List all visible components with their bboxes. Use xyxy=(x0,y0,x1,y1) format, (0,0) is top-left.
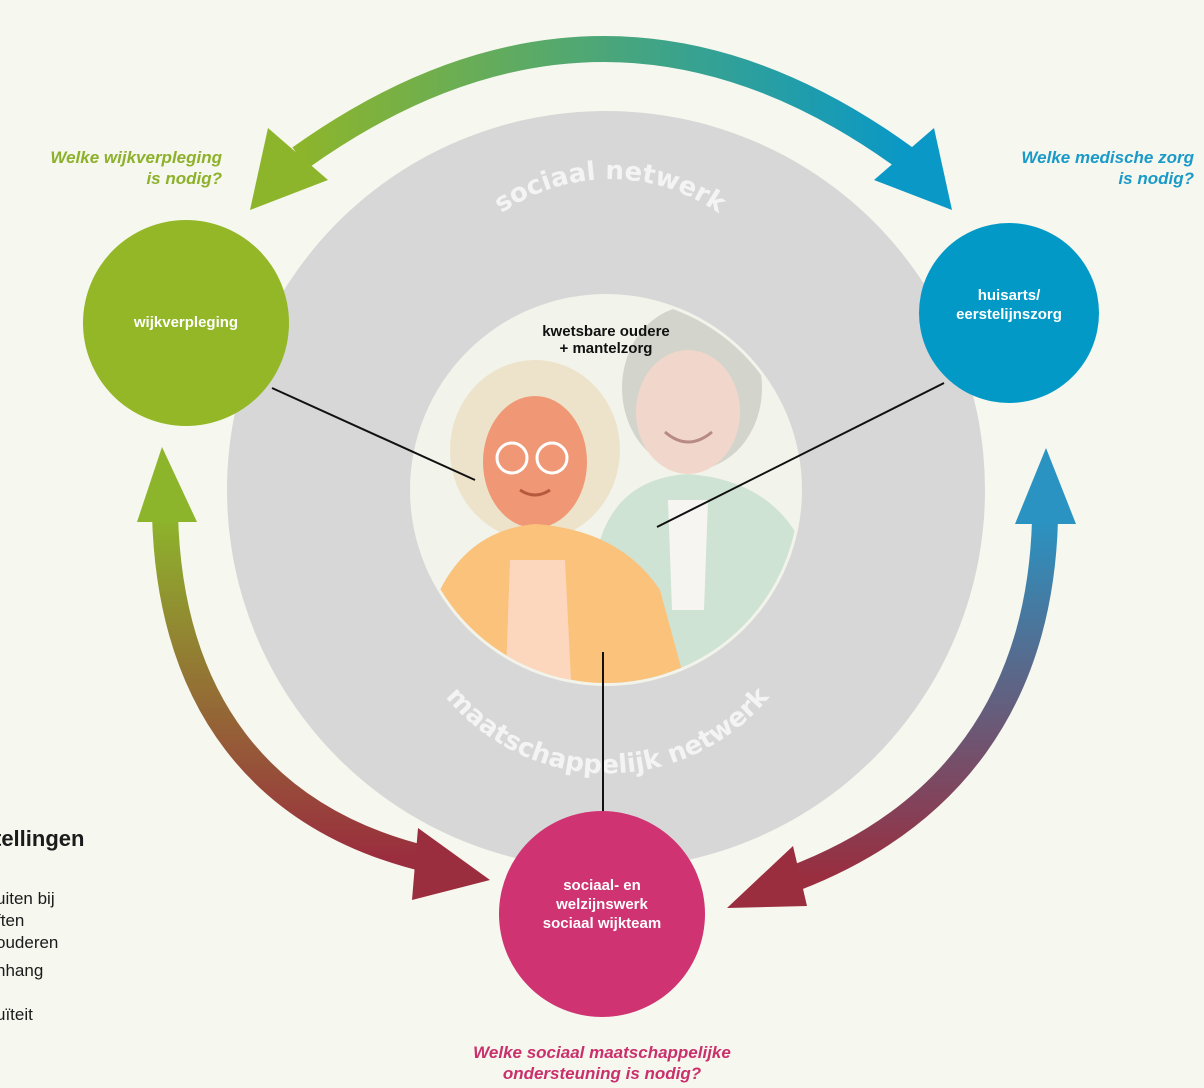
node-sociaal xyxy=(499,811,705,1017)
question-medische-zorg: Welke medische zorg is nodig? xyxy=(1021,148,1194,188)
node-wijkverpleging xyxy=(83,220,289,426)
connector-line-wijkverpleging xyxy=(271,387,476,481)
arrow-right-top-head xyxy=(1015,448,1076,524)
connector-line-huisarts xyxy=(656,382,945,528)
node-label-huisarts: huisarts/ eerstelijnszorg xyxy=(956,287,1062,323)
question-wijkverpleging: Welke wijkverpleging is nodig? xyxy=(50,148,222,188)
sidebar-item: uïteit xyxy=(0,1005,33,1024)
sidebar-item: uiten bij ften ouderen xyxy=(0,889,59,952)
arrow-left-shaft xyxy=(152,514,433,873)
arrow-right-shaft xyxy=(785,519,1058,893)
arrow-top-shaft xyxy=(292,36,913,169)
arrow-right-bottom-head xyxy=(727,846,807,908)
arrow-left-top-head xyxy=(137,447,197,522)
node-label-sociaal: sociaal- en welzijnswerk sociaal wijktea… xyxy=(542,877,662,932)
node-huisarts xyxy=(919,223,1099,403)
arrow-left-bottom-head xyxy=(412,828,490,900)
node-label-wijkverpleging: wijkverpleging xyxy=(133,314,239,331)
arrow-top-right-head xyxy=(874,128,952,210)
question-sociaal: Welke sociaal maatschappelijke ondersteu… xyxy=(473,1043,731,1083)
arrow-top-left-head xyxy=(250,128,328,210)
center-label: kwetsbare oudere + mantelzorg xyxy=(542,323,670,357)
sidebar-title: tellingen xyxy=(0,826,85,851)
elderly-and-caregiver-illustration xyxy=(420,306,799,683)
sidebar-item: nhang xyxy=(0,961,44,980)
